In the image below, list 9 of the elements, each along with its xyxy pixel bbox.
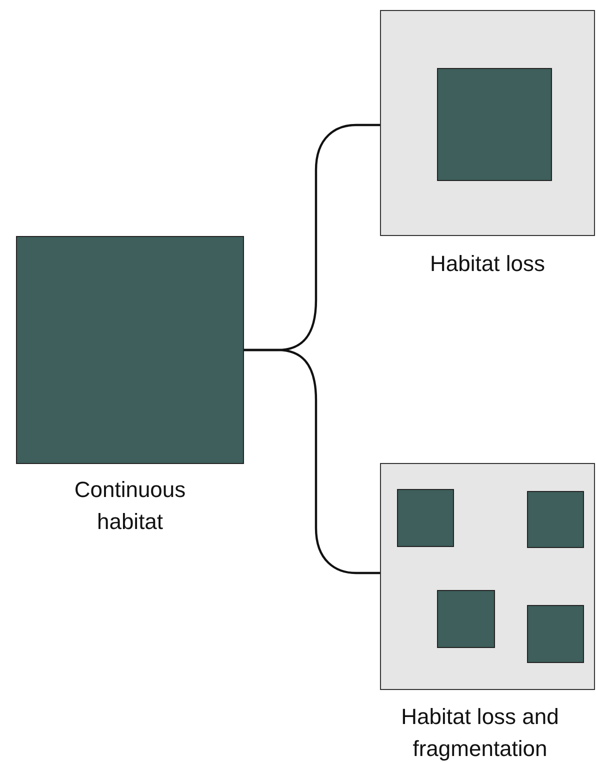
node-caption: Habitat loss and fragmentation xyxy=(400,703,560,762)
habitat-patch xyxy=(437,68,552,181)
habitat-patch xyxy=(397,489,454,547)
node-caption: Habitat loss xyxy=(429,250,546,278)
node-caption: Continuous habitat xyxy=(73,476,187,536)
habitat-patch xyxy=(527,605,584,663)
habitat-patch xyxy=(437,590,495,648)
brace-connector xyxy=(244,348,380,574)
habitat-patch xyxy=(527,491,584,548)
